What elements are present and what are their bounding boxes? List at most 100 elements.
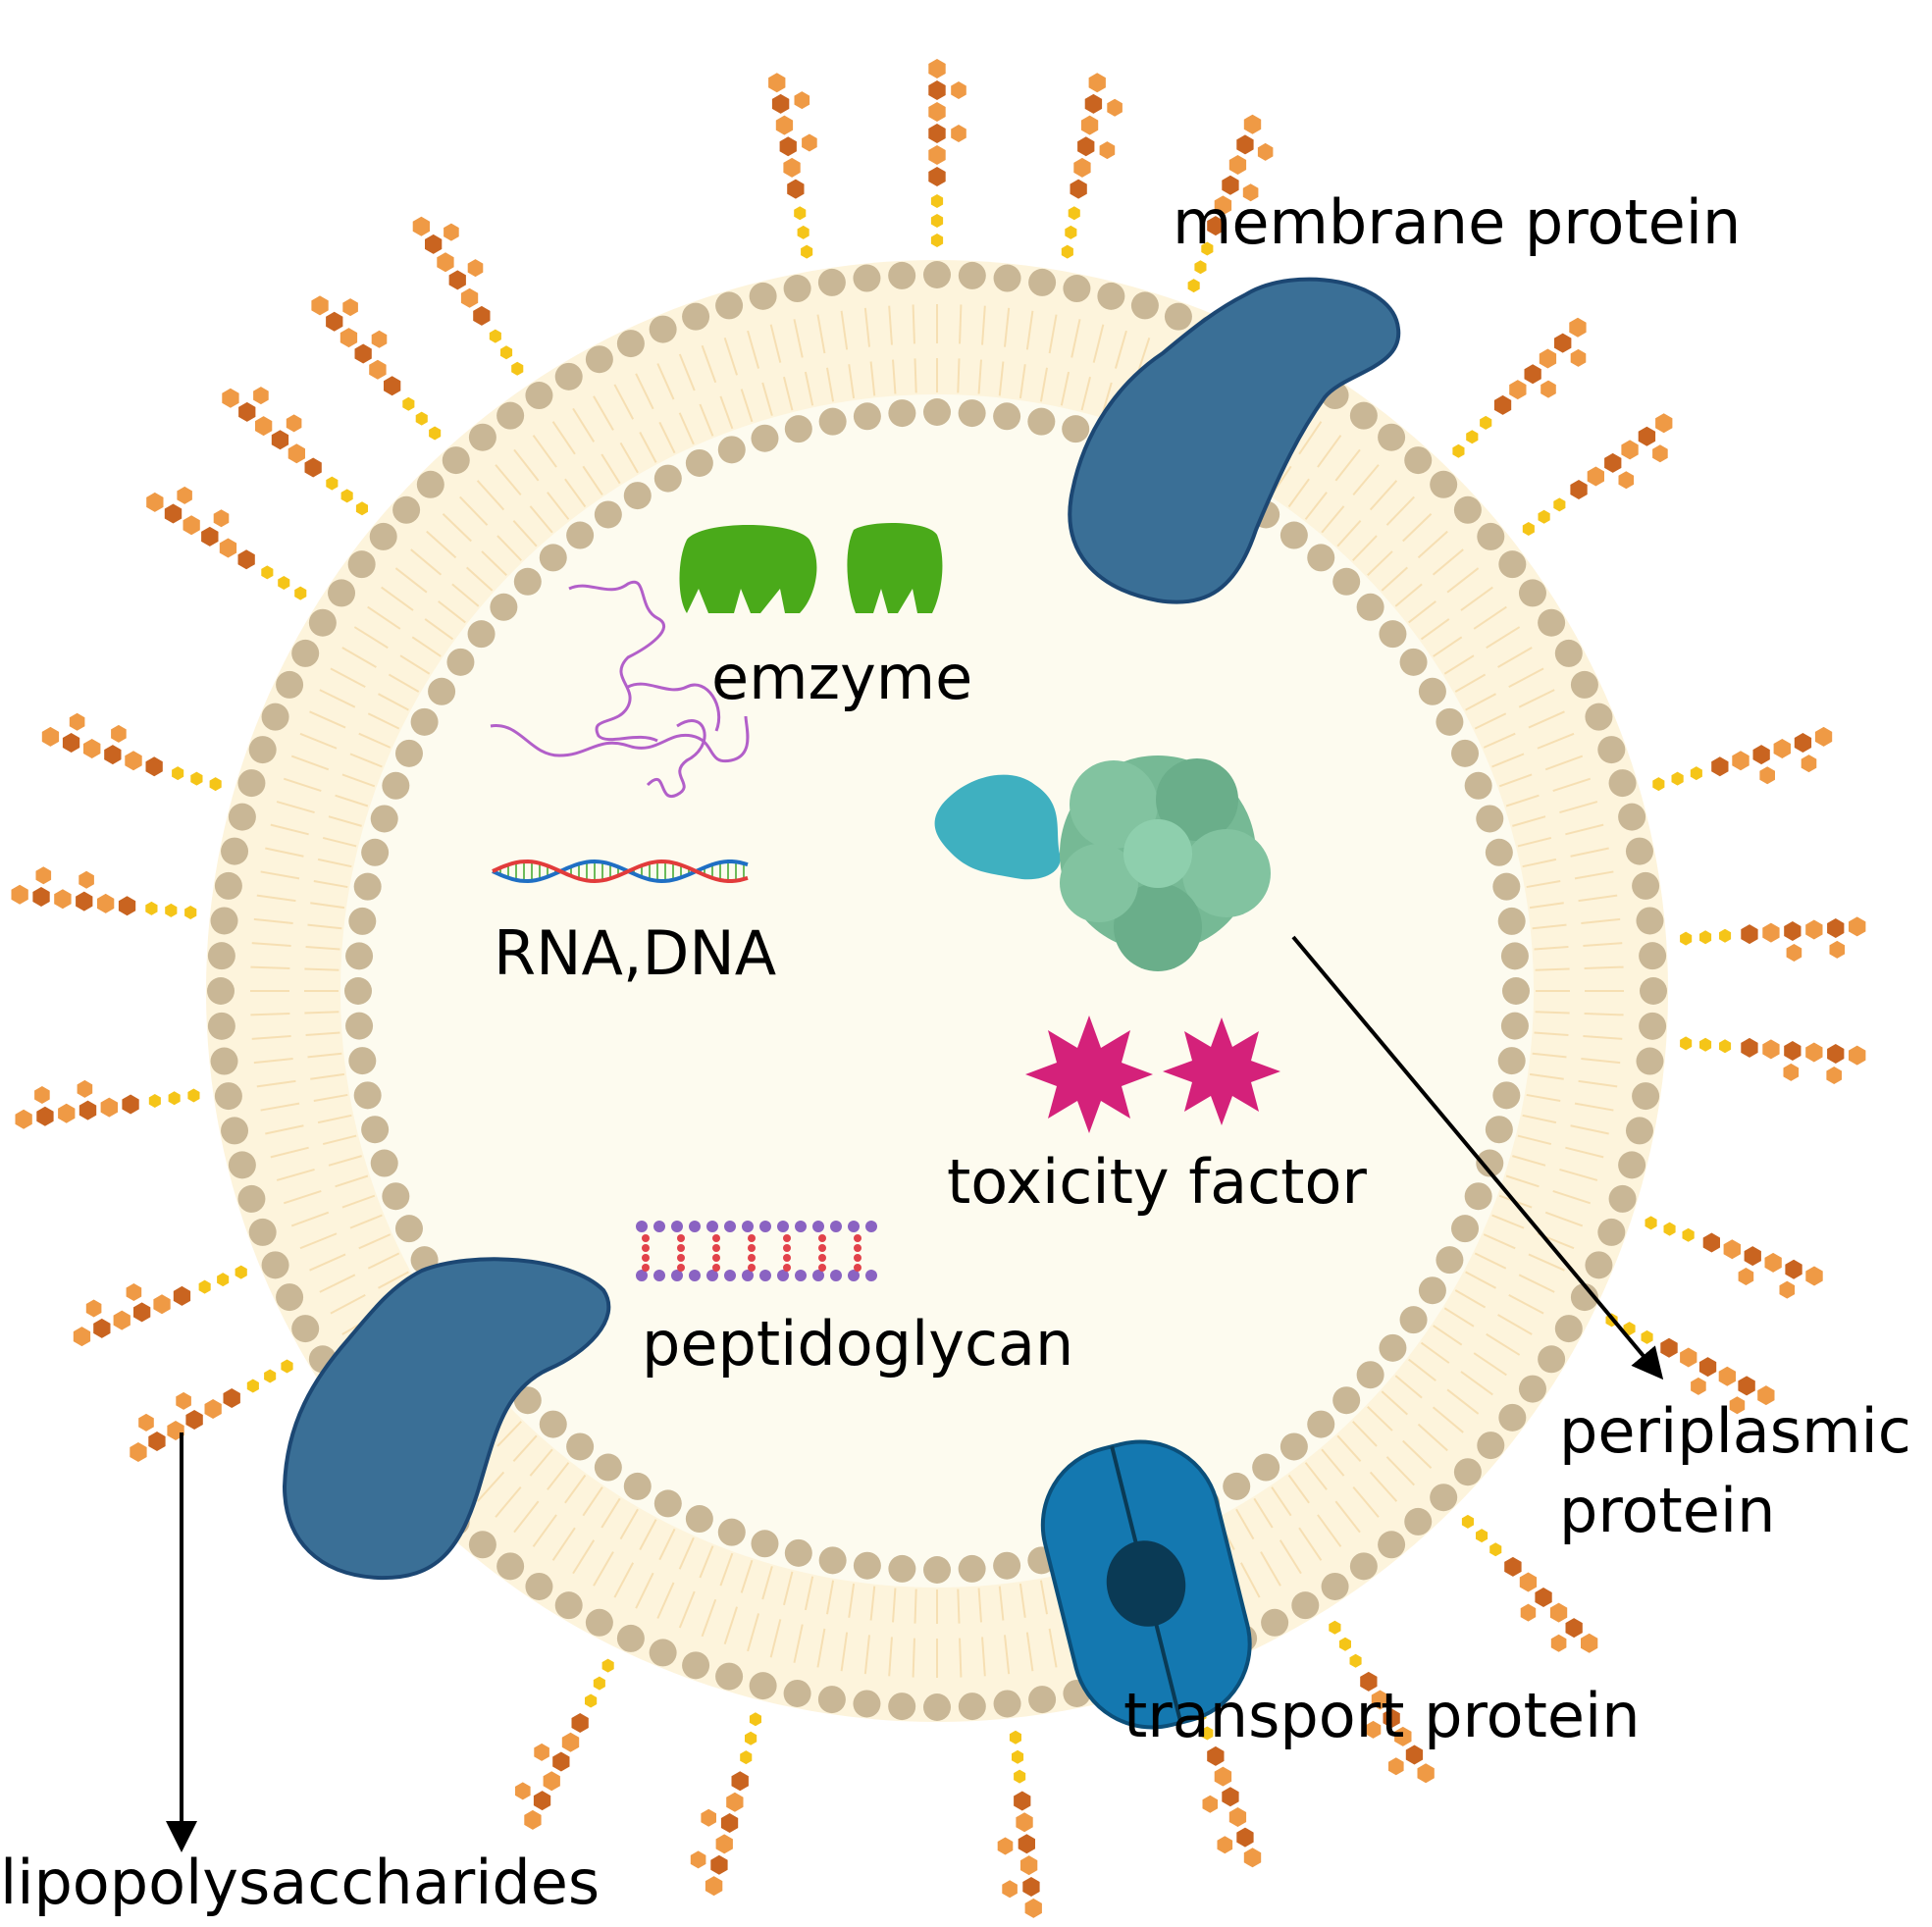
lps-branch-sugar <box>1826 1067 1842 1084</box>
lps-chain <box>1647 916 1866 962</box>
lipid-tail-inner <box>1321 1448 1345 1477</box>
lps-chain <box>515 1630 630 1830</box>
lipid-tail-inner <box>1336 520 1362 547</box>
lps-sugar <box>148 1432 166 1451</box>
lps-core-sugar <box>801 244 813 259</box>
lipid-head <box>1307 1410 1335 1438</box>
lps-branch-sugar <box>1729 1396 1746 1415</box>
peptidoglycan-glycan-bottom <box>653 1270 665 1281</box>
lipid-head <box>923 1556 951 1584</box>
lps-branch-sugar <box>34 1086 50 1104</box>
peptidoglycan-glycan-top <box>653 1221 665 1232</box>
enzyme-left <box>679 525 817 613</box>
lipid-tail-inner <box>378 1271 409 1289</box>
lps-sugar <box>1638 426 1656 446</box>
lipid-head <box>685 1505 713 1534</box>
lps-sugar <box>1680 1347 1697 1368</box>
lps-sugar <box>1018 1834 1035 1854</box>
lipid-tail-outer <box>1570 847 1609 858</box>
peptidoglycan-glycan-bottom <box>742 1270 754 1281</box>
lipid-head <box>539 544 567 572</box>
lipid-tail-inner <box>1336 1434 1362 1462</box>
lipid-head <box>682 1651 710 1680</box>
lipid-tail-inner <box>424 618 454 641</box>
lipid-tail-outer <box>1497 647 1533 668</box>
lipid-tail-inner <box>740 1559 754 1593</box>
lipid-head <box>1399 648 1428 676</box>
lps-core-sugar <box>1682 1227 1695 1242</box>
lps-sugar <box>448 270 466 290</box>
lipid-head <box>525 382 553 410</box>
peptidoglycan-peptide <box>712 1254 720 1262</box>
lipid-head <box>594 1453 622 1482</box>
lipid-tail-inner <box>848 364 856 399</box>
lipid-tail-inner <box>313 880 348 889</box>
lipid-tail-inner <box>719 1552 734 1587</box>
lps-sugar <box>473 305 491 326</box>
lps-sugar <box>97 893 115 913</box>
lps-core-sugar <box>1201 1726 1214 1741</box>
lipid-tail-outer <box>330 667 366 689</box>
lps-sugar <box>561 1732 580 1752</box>
lps-branch-sugar <box>1829 940 1846 959</box>
lipid-tail-outer <box>1473 1352 1507 1377</box>
lipid-tail-inner <box>564 1474 587 1504</box>
lps-core-sugar <box>145 901 158 915</box>
lps-core-sugar <box>1663 1222 1676 1236</box>
lps-core-sugar <box>235 1265 247 1279</box>
lipid-head <box>715 1662 744 1691</box>
lps-sugar <box>437 252 454 273</box>
lipid-tail-outer <box>1279 1539 1302 1575</box>
lipid-head <box>1436 1246 1464 1275</box>
lipid-head <box>348 1047 377 1075</box>
lps-branch-sugar <box>286 414 302 433</box>
lps-core-sugar <box>1187 279 1200 293</box>
lps-sugar <box>93 1318 111 1338</box>
lipid-tail-outer <box>613 1562 635 1598</box>
lps-chain <box>690 1682 772 1897</box>
lipid-tail-inner <box>1529 902 1564 910</box>
lps-core-sugar <box>429 426 442 441</box>
lipid-tail-outer <box>299 1232 338 1250</box>
lipid-tail-outer <box>410 548 443 576</box>
lipid-tail-inner <box>1039 367 1048 402</box>
lps-core-sugar <box>187 1088 200 1103</box>
lipid-head <box>853 1551 881 1580</box>
lipid-tail-inner <box>512 1434 538 1462</box>
lps-sugar <box>1757 1385 1775 1406</box>
lps-sugar <box>1228 1807 1247 1827</box>
lipid-tail-outer <box>276 801 315 814</box>
lipid-head <box>1404 1507 1433 1536</box>
lipid-tail-outer <box>551 421 576 455</box>
lipid-tail-inner <box>317 1114 352 1124</box>
lps-core-sugar <box>326 476 339 491</box>
lipid-tail-outer <box>1298 421 1323 455</box>
lipid-tail-outer <box>513 1500 540 1534</box>
lipid-head <box>1453 495 1482 524</box>
lps-sugar <box>173 1285 191 1306</box>
lipid-head <box>751 424 779 452</box>
lps-branch-sugar <box>1365 1720 1382 1739</box>
lipid-tail-inner <box>1491 753 1525 768</box>
lps-sugar <box>1394 1726 1412 1746</box>
lps-branch-sugar <box>1691 1377 1706 1395</box>
peptidoglycan-peptide <box>783 1244 791 1252</box>
lps-branch-sugar <box>1099 141 1116 160</box>
lipid-head <box>1570 670 1598 699</box>
lipid-head <box>1349 1552 1378 1581</box>
lipid-head <box>442 446 470 475</box>
lipid-head <box>370 805 398 833</box>
lps-sugar <box>1762 1039 1780 1060</box>
lipid-head <box>993 264 1021 292</box>
lipid-head <box>347 550 376 579</box>
lipid-head <box>585 345 613 374</box>
lipid-head <box>1608 1184 1637 1213</box>
lipid-head <box>1632 871 1660 900</box>
lipid-tail-inner <box>529 1448 553 1477</box>
lps-core-sugar <box>168 1091 181 1106</box>
lipid-tail-inner <box>1491 1214 1525 1229</box>
lipid-head <box>1639 942 1667 970</box>
lipid-tail-inner <box>322 1134 357 1146</box>
lps-chain <box>1053 73 1123 290</box>
lps-sugar <box>928 59 946 78</box>
